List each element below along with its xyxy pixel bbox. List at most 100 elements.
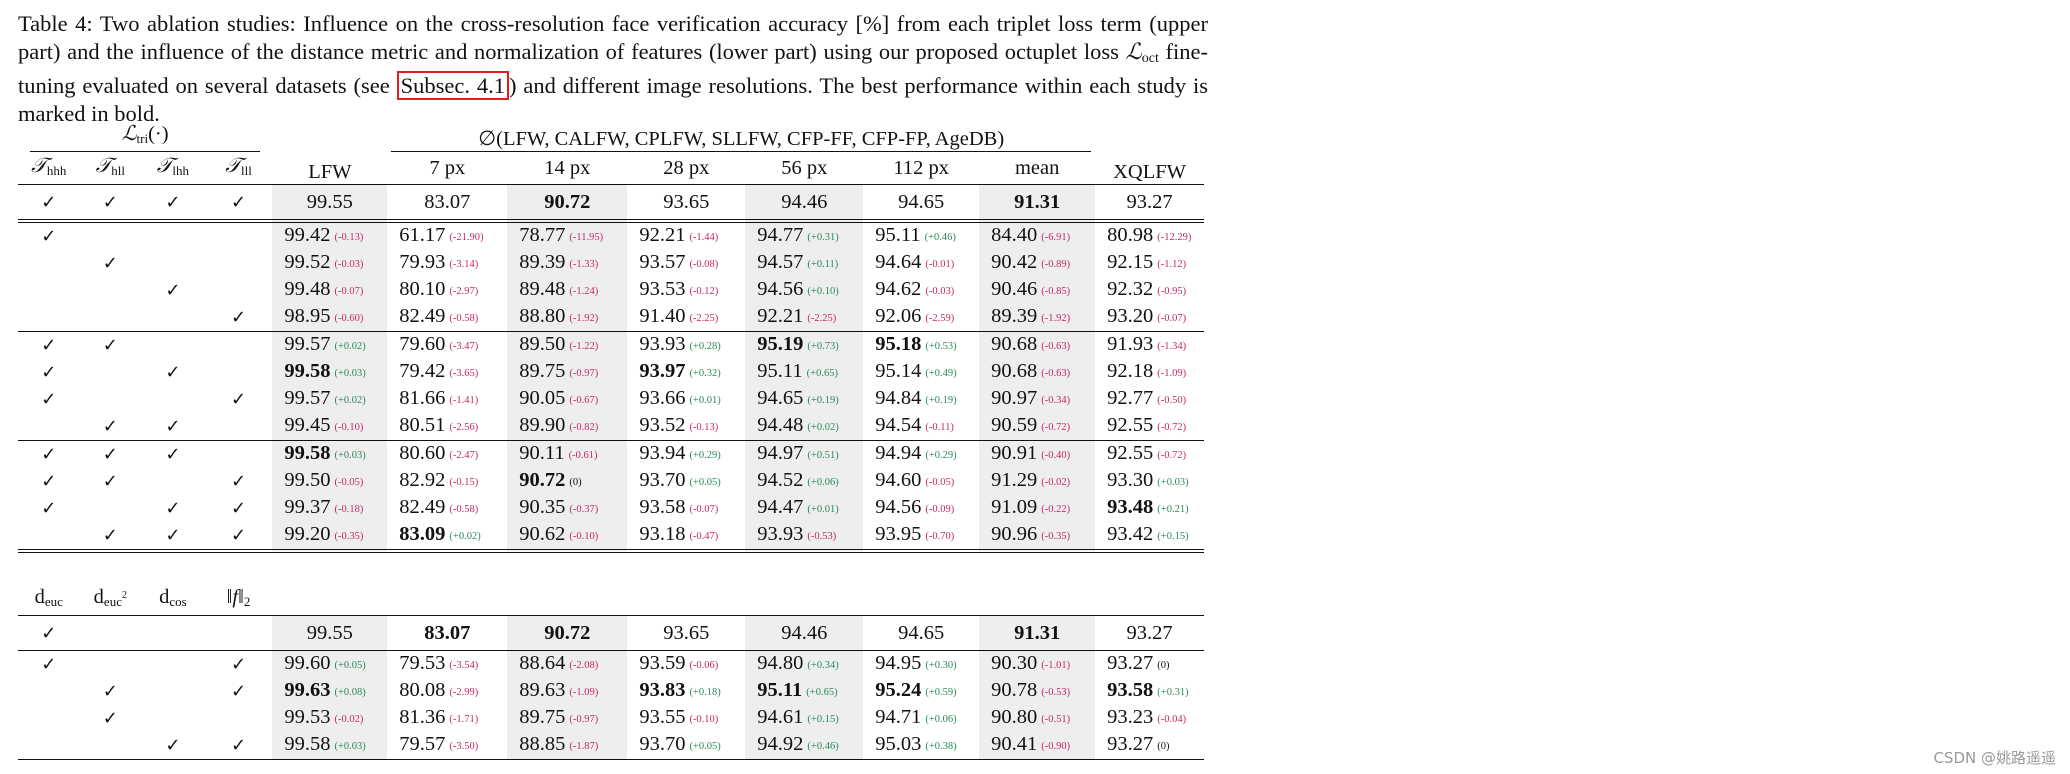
value-cell: 89.90(-0.82) — [507, 413, 628, 441]
subsection-link[interactable]: Subsec. 4.1 — [396, 71, 509, 100]
check-mark-icon — [165, 415, 180, 437]
check-cell — [79, 331, 142, 359]
delta-value: (-1.34) — [1157, 341, 1187, 352]
value-cell: 90.30(-1.01) — [979, 650, 1096, 678]
accuracy-value: 79.57 — [399, 733, 446, 755]
accuracy-value: 82.49 — [399, 496, 446, 518]
delta-value: (-0.89) — [1041, 259, 1071, 270]
check-cell — [80, 495, 142, 522]
check-mark-icon — [41, 470, 56, 492]
value-cell: 90.41(-0.90) — [979, 732, 1096, 760]
xqlfw-label: XQLFW — [1113, 161, 1187, 183]
accuracy-value: 93.58 — [639, 496, 686, 518]
accuracy-value: 94.47 — [757, 496, 804, 518]
delta-value: (+0.31) — [807, 232, 839, 243]
value-cell: 93.70(+0.05) — [627, 468, 745, 495]
value-cell: 93.23(-0.04) — [1095, 705, 1204, 732]
value-cell: 99.58(+0.03) — [272, 732, 388, 760]
value-cell: 95.11(+0.65) — [745, 678, 864, 705]
delta-value: (-0.04) — [1157, 714, 1187, 725]
value-cell: 94.47(+0.01) — [745, 495, 864, 522]
delta-value: (+0.28) — [689, 341, 721, 352]
ltri-group-header: ℒtri(·) — [18, 122, 272, 152]
check-cell — [18, 522, 80, 551]
resolution-label: 112 px — [893, 157, 950, 179]
check-cell — [141, 413, 205, 441]
delta-value: (-3.47) — [449, 341, 479, 352]
accuracy-value: 93.66 — [639, 387, 686, 409]
accuracy-value: 91.29 — [991, 469, 1038, 491]
delta-value: (-0.51) — [1041, 714, 1071, 725]
baseline-value: 93.65 — [663, 191, 710, 213]
value-cell: 99.37(-0.18) — [272, 495, 388, 522]
value-cell: 92.55(-0.72) — [1095, 413, 1204, 441]
accuracy-value: 88.64 — [519, 652, 566, 674]
accuracy-value: 94.54 — [875, 414, 922, 436]
check-cell — [141, 277, 205, 304]
accuracy-value: 91.40 — [639, 305, 686, 327]
accuracy-value: 90.35 — [519, 496, 566, 518]
check-cell — [80, 359, 142, 386]
value-cell: 94.77(+0.31) — [745, 219, 864, 250]
value-cell: 90.72(0) — [507, 468, 628, 495]
accuracy-value: 92.18 — [1107, 360, 1154, 382]
check-cell — [204, 650, 273, 678]
check-cell — [141, 184, 205, 221]
accuracy-value: 99.48 — [284, 278, 331, 300]
accuracy-value: 90.97 — [991, 387, 1038, 409]
check-mark-icon — [41, 388, 56, 410]
check-cell — [141, 304, 205, 332]
value-cell: 90.35(-0.37) — [507, 495, 628, 522]
baseline-value-cell: 91.31 — [979, 615, 1096, 651]
table-row: 99.52(-0.03)79.93(-3.14)89.39(-1.33)93.5… — [18, 250, 1204, 277]
value-cell: 90.96(-0.35) — [979, 522, 1096, 551]
baseline-value: 91.31 — [1014, 191, 1061, 213]
check-mark-icon — [165, 524, 180, 546]
lfw-label: LFW — [308, 161, 352, 183]
delta-value: (-0.72) — [1157, 450, 1187, 461]
accuracy-value: 89.48 — [519, 278, 566, 300]
delta-value: (-1.33) — [569, 259, 599, 270]
check-mark-icon — [231, 524, 246, 546]
baseline-value-cell: 90.72 — [507, 184, 628, 221]
check-cell — [141, 705, 205, 732]
value-cell: 89.50(-1.22) — [507, 331, 628, 359]
check-cell — [141, 615, 205, 651]
baseline-value: 94.46 — [781, 622, 828, 644]
delta-value: (+0.30) — [925, 660, 957, 671]
check-cell — [204, 184, 273, 221]
value-cell: 94.94(+0.29) — [863, 440, 980, 468]
value-cell: 90.91(-0.40) — [979, 440, 1096, 468]
value-cell: 93.59(-0.06) — [627, 650, 746, 678]
value-cell: 94.95(+0.30) — [863, 650, 980, 678]
value-cell: 93.94(+0.29) — [627, 440, 746, 468]
delta-value: (-3.50) — [449, 741, 479, 752]
delta-value: (-0.58) — [449, 313, 479, 324]
accuracy-value: 90.91 — [991, 442, 1038, 464]
value-cell: 90.42(-0.89) — [979, 250, 1096, 277]
delta-value: (+0.11) — [807, 259, 839, 270]
delta-value: (-12.29) — [1157, 232, 1192, 243]
check-cell — [205, 304, 273, 332]
resolution-label: mean — [1014, 157, 1060, 179]
delta-value: (-0.34) — [1041, 395, 1071, 406]
value-cell: 89.39(-1.33) — [507, 250, 628, 277]
delta-value: (+0.03) — [334, 450, 366, 461]
delta-value: (-0.53) — [807, 531, 837, 542]
value-cell: 93.57(-0.08) — [627, 250, 745, 277]
delta-value: (+0.51) — [807, 450, 839, 461]
delta-value: (-2.08) — [569, 660, 599, 671]
check-cell — [18, 468, 80, 495]
metric-header: deuc — [18, 583, 80, 616]
accuracy-value: 94.71 — [875, 706, 922, 728]
delta-value: (-3.65) — [449, 368, 479, 379]
value-cell: 80.51(-2.56) — [387, 413, 507, 441]
delta-value: (-0.61) — [568, 450, 598, 461]
value-cell: 91.93(-1.34) — [1095, 331, 1204, 359]
check-cell — [18, 359, 80, 386]
resolution-label: 56 px — [781, 157, 828, 179]
delta-value: (-6.91) — [1041, 232, 1071, 243]
value-cell: 95.03(+0.38) — [863, 732, 980, 760]
baseline-value: 83.07 — [424, 191, 471, 213]
delta-value: (+0.02) — [334, 395, 366, 406]
